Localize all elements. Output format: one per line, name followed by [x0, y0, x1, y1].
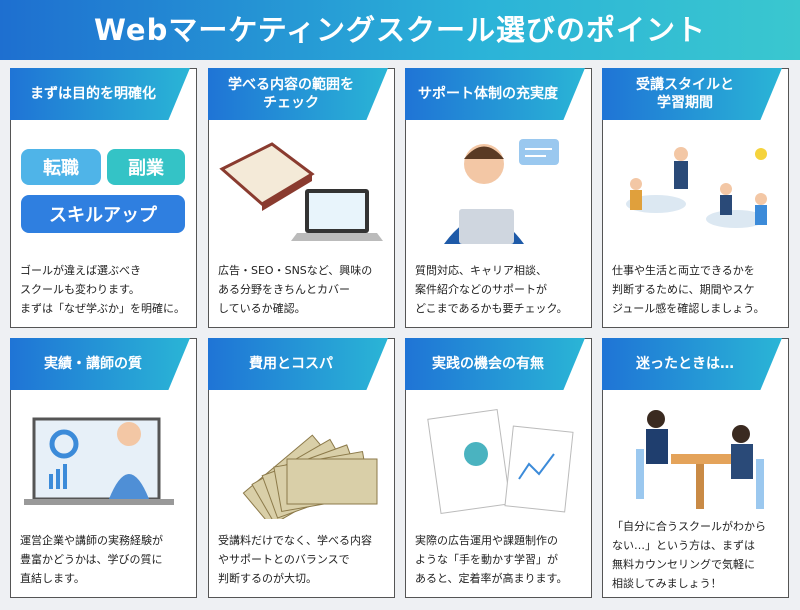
card-instructor-quality: 実績・講師の質 運営企業や講師の実務経験が 豊富かどうかは、学びの質に 直結しま… [10, 338, 197, 598]
card-cost: 費用とコスパ 受講料だけでなく、学べる内容 やサポートとのバランスで 判断するの… [208, 338, 395, 598]
book-laptop-illustration [219, 142, 383, 241]
support-operator-illustration [444, 139, 559, 244]
report-documents-illustration [427, 409, 574, 514]
card-practice: 実践の機会の有無 実際の広告運用や課題制作の ような「手を動かす学習」が あると… [405, 338, 592, 598]
card-style-period: 受講スタイルと 学習期間 仕事や生活と両立できるかを 判断するために、期間やスケ… [602, 68, 789, 328]
card-heading: 実践の機会の有無 [405, 338, 585, 390]
tag-career-change: 転職 [21, 149, 101, 185]
card-body: ゴールが違えば選ぶべき スクールも変わります。 まずは「なぜ学ぶか」を明確に。 [20, 264, 185, 315]
counseling-illustration [636, 410, 764, 509]
card-purpose: まずは目的を明確化 転職 副業 スキルアップ ゴールが違えば選ぶべき スクールも… [10, 68, 197, 328]
card-heading: 学べる内容の範囲を チェック [208, 68, 388, 120]
card-body: 「自分に合うスクールがわから ない…」という方は、まずは 無料カウンセリングで気… [612, 520, 766, 590]
card-heading: 迷ったときは… [602, 338, 782, 390]
banknotes-illustration [242, 434, 378, 519]
card-heading: サポート体制の充実度 [405, 68, 585, 120]
card-body: 受講料だけでなく、学べる内容 やサポートとのバランスで 判断するのが大切。 [218, 534, 372, 585]
card-heading: 受講スタイルと 学習期間 [602, 68, 782, 120]
instructor-screen-illustration [24, 417, 174, 505]
card-content-range: 学べる内容の範囲を チェック 広告・SEO・SNSなど、興味の ある分野をきちん… [208, 68, 395, 328]
card-body: 質問対応、キャリア相談、 案件紹介などのサポートが どこまであるかも要チェック。 [415, 264, 568, 315]
tag-side-job: 副業 [107, 149, 185, 185]
page-title: Webマーケティングスクール選びのポイント [0, 0, 800, 60]
card-heading: 実績・講師の質 [10, 338, 190, 390]
card-support: サポート体制の充実度 質問対応、キャリア相談、 案件紹介などのサポートが どこま… [405, 68, 592, 328]
card-body: 仕事や生活と両立できるかを 判断するために、期間やスケ ジュール感を確認しましょ… [612, 264, 765, 315]
card-body: 実際の広告運用や課題制作の ような「手を動かす学習」が あると、定着率が高まりま… [415, 534, 568, 585]
tag-skill-up: スキルアップ [21, 195, 185, 233]
card-heading: まずは目的を明確化 [10, 68, 190, 120]
card-body: 広告・SEO・SNSなど、興味の ある分野をきちんとカバー しているか確認。 [218, 264, 373, 315]
card-heading: 費用とコスパ [208, 338, 388, 390]
study-group-illustration [626, 147, 767, 228]
card-counseling: 迷ったときは… 「自分に合うスクールがわから ない…」という方は、まずは 無料カ… [602, 338, 789, 598]
card-body: 運営企業や講師の実務経験が 豊富かどうかは、学びの質に 直結します。 [20, 534, 163, 585]
